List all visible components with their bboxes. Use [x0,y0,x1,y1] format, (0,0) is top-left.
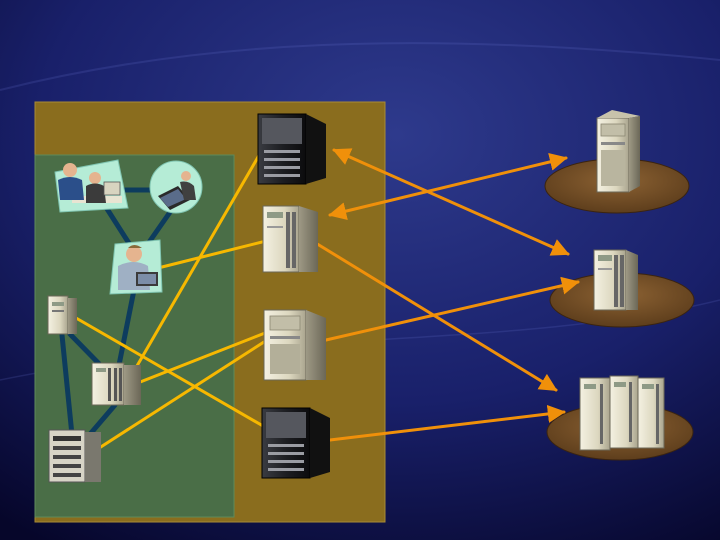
office-users-icon [54,159,129,213]
local-link [74,316,272,432]
local-link [91,338,269,454]
laptop-user-icon [109,239,163,295]
local-server-1 [257,113,326,185]
lan-server-3 [48,429,101,483]
server-icon [47,295,69,335]
local-link [128,331,267,388]
local-server-4 [261,407,330,479]
remote-server-2 [593,249,638,311]
lan-link [115,282,138,373]
remote-laptop-user-icon [149,160,203,214]
local-server-3 [263,309,326,381]
server-cluster-icon [579,375,665,451]
lan-server-2 [91,362,141,406]
remote-server-1 [596,110,640,193]
replication-arrow-4 [324,276,580,342]
replication-arrow-2 [328,153,568,220]
local-server-2 [262,205,318,273]
local-link [156,238,272,270]
local-link [128,143,267,380]
local-links [74,143,272,454]
replication-links [312,148,580,442]
lan-server-1 [47,295,77,335]
replication-arrow-5 [328,404,566,442]
lan-link [59,332,75,438]
